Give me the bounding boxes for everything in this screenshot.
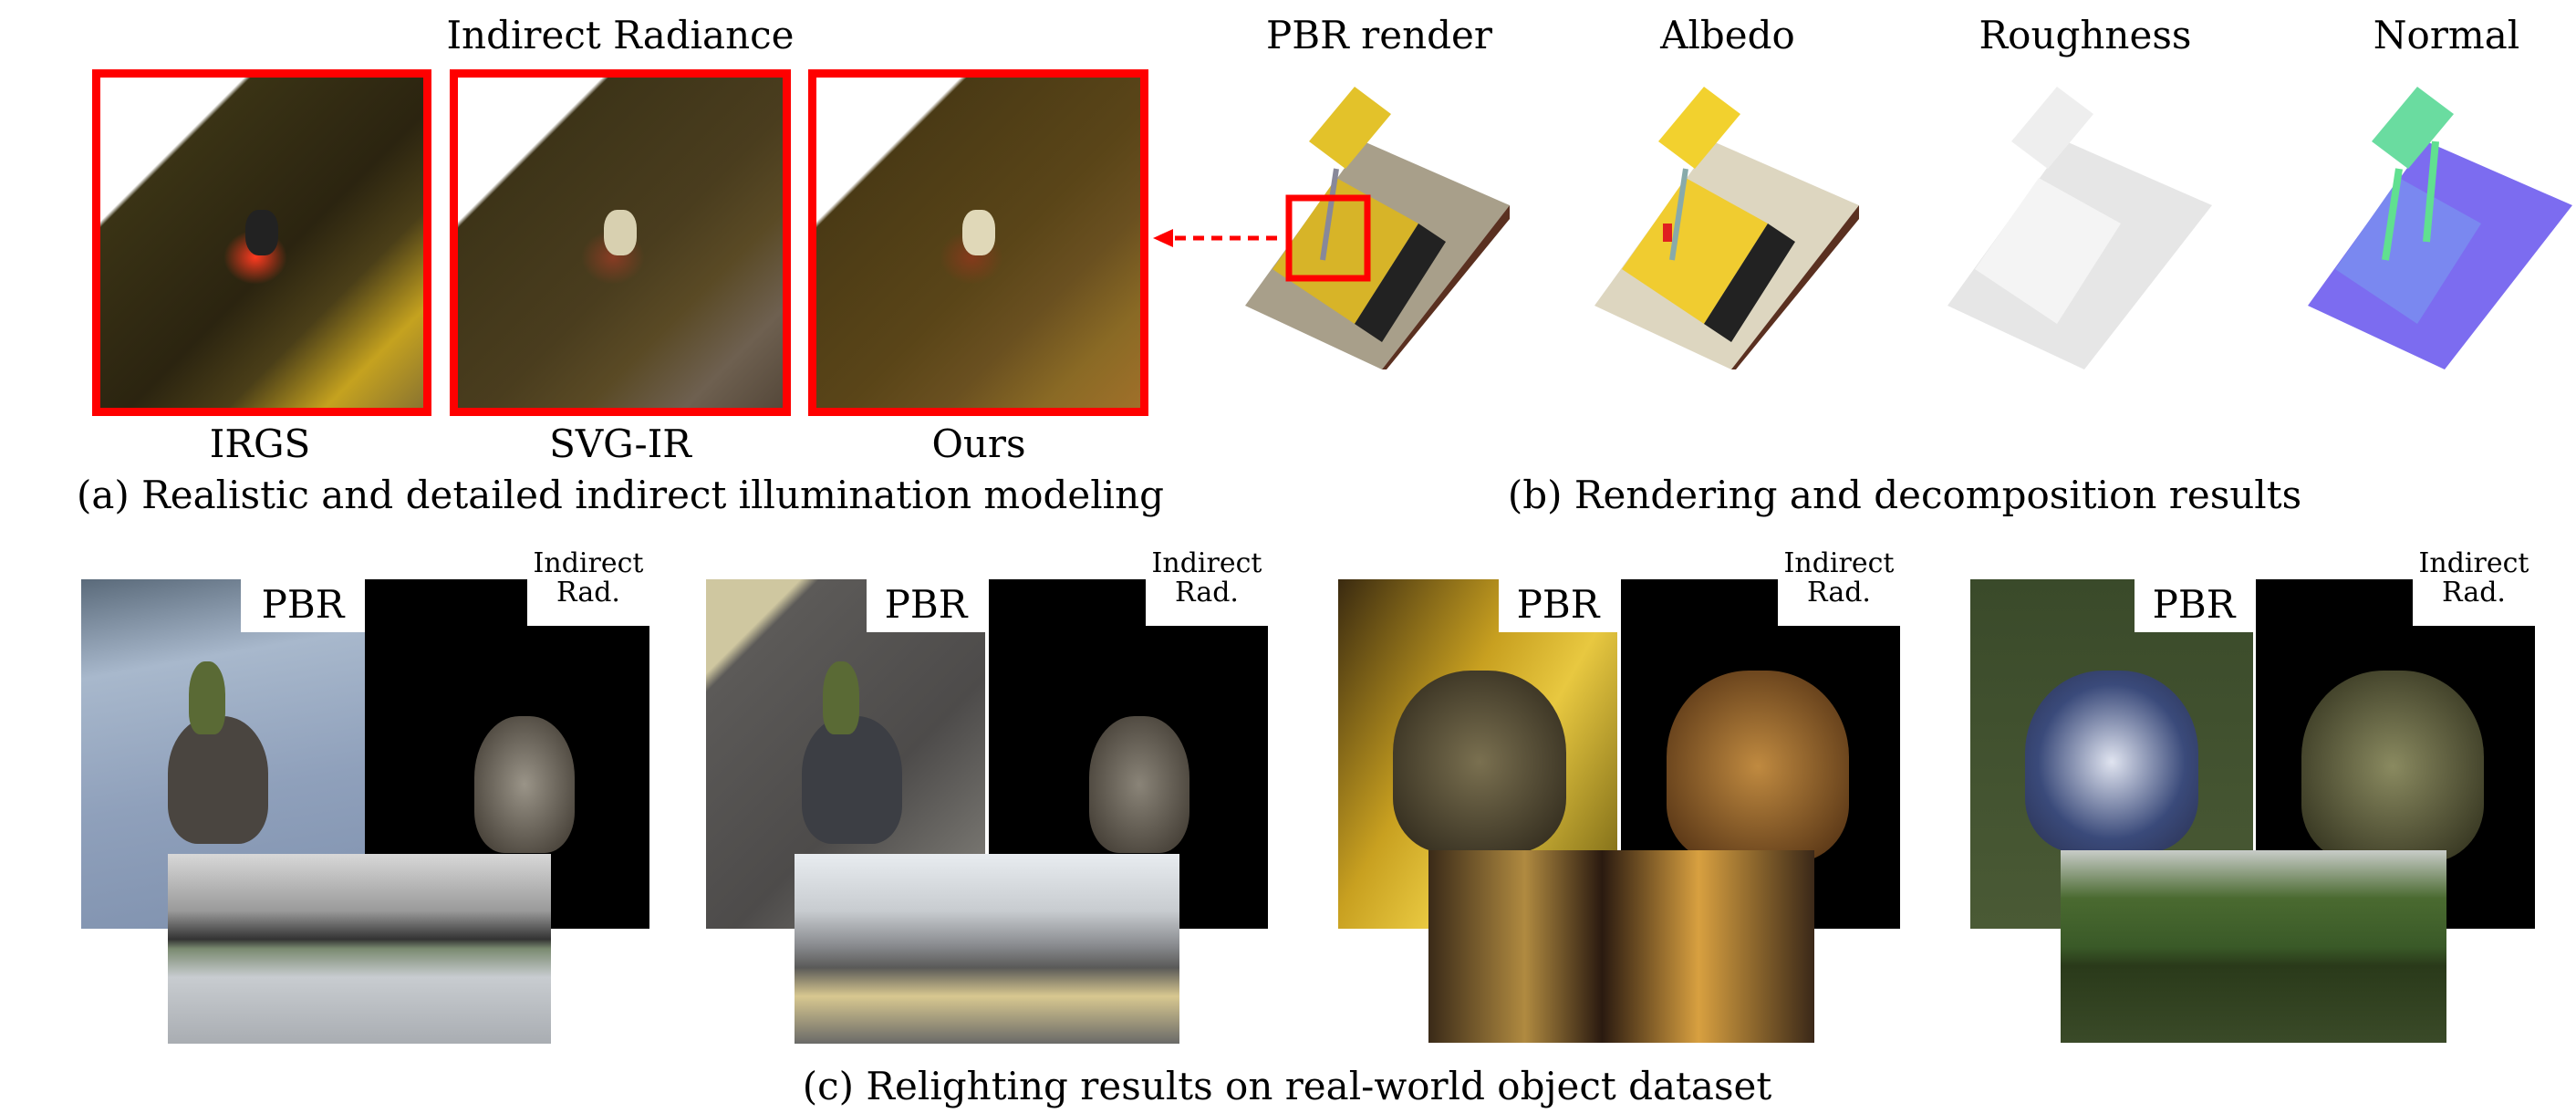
indirect-label-line1: Indirect	[1151, 547, 1262, 579]
column-label-roughness: Roughness	[1979, 13, 2192, 57]
pbr-label: PBR	[1499, 579, 1617, 632]
caption-c: (c) Relighting results on real-world obj…	[802, 1064, 1772, 1108]
column-label-albedo: Albedo	[1660, 13, 1795, 57]
dashed-arrow-icon	[1153, 229, 1277, 247]
pbr-label: PBR	[241, 579, 365, 632]
pbr-label: PBR	[867, 579, 985, 632]
env-map-park	[2061, 850, 2446, 1043]
object	[1667, 671, 1849, 862]
crop-ours	[808, 69, 1148, 416]
env-map-indoor-room	[1428, 850, 1814, 1043]
method-label-svg-ir: SVG-IR	[549, 421, 691, 466]
object	[802, 716, 902, 844]
lego-stud	[604, 209, 638, 255]
albedo-image	[1594, 87, 1859, 369]
method-label-ours: Ours	[931, 421, 1026, 466]
indirect-label-line2: Rad.	[556, 576, 620, 609]
caption-a: (a) Realistic and detailed indirect illu…	[76, 473, 1165, 517]
caption-b: (b) Rendering and decomposition results	[1507, 473, 2302, 517]
indirect-label-line2: Rad.	[1175, 576, 1239, 609]
pbr-label: PBR	[2135, 579, 2253, 632]
roughness-image	[1948, 87, 2212, 369]
object	[823, 661, 859, 734]
indirect-label-line1: Indirect	[1783, 547, 1895, 579]
object	[474, 716, 575, 853]
lego-stud	[961, 209, 995, 255]
env-map-city-street	[795, 854, 1179, 1044]
env-map-indoor-hall	[168, 854, 551, 1044]
normal-image	[2308, 87, 2572, 369]
crop-irgs	[92, 69, 431, 416]
indirect-label-line2: Rad.	[1807, 576, 1871, 609]
column-label-normal: Normal	[2373, 13, 2520, 57]
indirect-label-line2: Rad.	[2442, 576, 2506, 609]
column-label-pbr-render: PBR render	[1266, 13, 1492, 57]
method-label-irgs: IRGS	[209, 421, 311, 466]
indirect-label-line1: Indirect	[533, 547, 644, 579]
object	[189, 661, 225, 734]
lego-stud	[245, 209, 279, 255]
pbr-render-image	[1245, 87, 1510, 369]
crop-svg-ir	[450, 69, 791, 416]
object	[1393, 671, 1566, 853]
object	[1089, 716, 1189, 853]
object	[2025, 671, 2198, 853]
object	[2301, 671, 2484, 862]
panel-a-title: Indirect Radiance	[446, 13, 795, 57]
indirect-label-line1: Indirect	[2418, 547, 2529, 579]
object	[168, 716, 268, 844]
